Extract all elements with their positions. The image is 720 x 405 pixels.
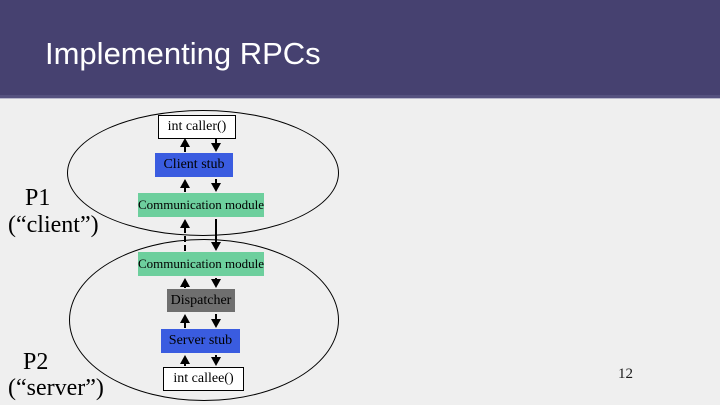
client-process-ellipse [67,110,339,236]
header-divider-hairline [0,98,720,99]
up-arrowhead-icon [180,138,190,147]
down-arrowhead-icon [211,279,221,288]
return-arrow-line [184,187,186,192]
server-process-ellipse [69,239,339,401]
page-number: 12 [618,366,633,382]
call-arrow-line [215,179,217,184]
box-communication-module-client: Communication module [138,193,264,217]
arrow-pair-serverstub-callee [180,355,222,366]
return-arrow-line [184,227,186,251]
arrow-pair-caller-clientstub [180,138,222,152]
header-divider [0,95,720,98]
down-arrowhead-icon [211,143,221,152]
down-arrowhead-icon [211,319,221,328]
server-process-name: P2 [23,349,49,375]
box-server-stub: Server stub [161,329,240,353]
up-arrowhead-icon [180,278,190,287]
arrow-pair-clientstub-comm [180,179,222,192]
up-arrowhead-icon [180,219,190,228]
box-dispatcher: Dispatcher [167,289,235,312]
server-process-caption: (“server”) [8,375,104,401]
call-arrow-line [215,138,217,144]
box-int-caller: int caller() [158,115,236,139]
down-arrowhead-icon [211,357,221,366]
call-arrow-line [215,219,217,243]
return-arrow-line [184,363,186,366]
box-client-stub: Client stub [155,153,233,177]
box-communication-module-server: Communication module [138,252,264,276]
arrow-pair-comm-comm [180,219,222,251]
client-process-caption: (“client”) [8,212,99,238]
return-arrow-line [184,286,186,288]
up-arrowhead-icon [180,314,190,323]
arrow-pair-comm-dispatcher [180,278,222,288]
return-arrow-line [184,322,186,328]
header-band: Implementing RPCs [0,0,720,95]
call-arrow-line [215,314,217,320]
down-arrowhead-icon [211,183,221,192]
down-arrowhead-icon [211,242,221,251]
up-arrowhead-icon [180,355,190,364]
call-arrow-line [215,355,217,358]
return-arrow-line [184,146,186,152]
client-process-name: P1 [25,185,51,211]
arrow-pair-dispatcher-serverstub [180,314,222,328]
up-arrowhead-icon [180,179,190,188]
box-int-callee: int callee() [163,367,244,391]
slide-title: Implementing RPCs [45,36,321,71]
